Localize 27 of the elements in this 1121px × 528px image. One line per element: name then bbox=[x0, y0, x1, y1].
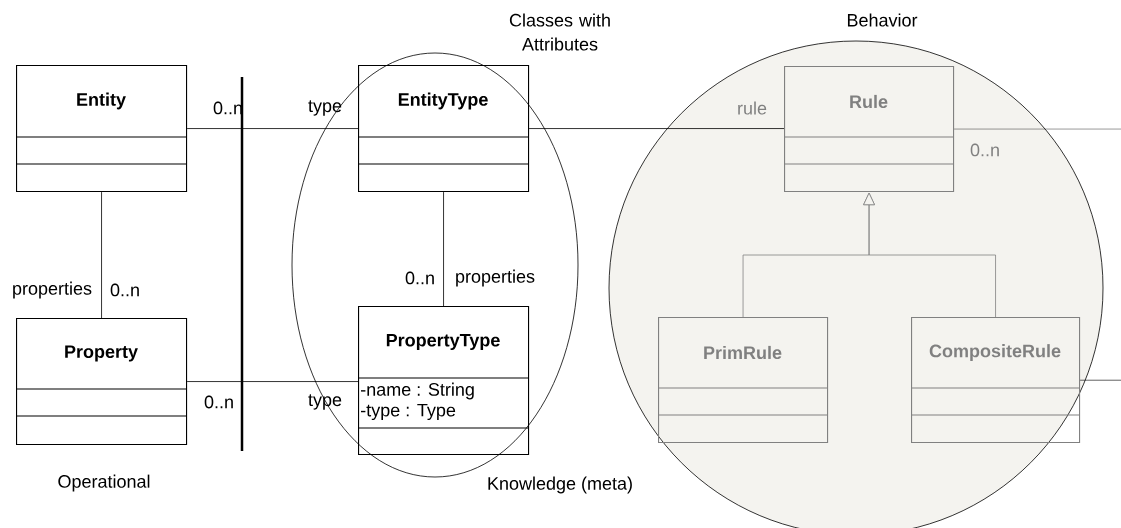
role-label: properties bbox=[456, 269, 535, 287]
connector bbox=[1079, 379, 1121, 381]
role-label: 0..n bbox=[110, 283, 139, 297]
role-label: type bbox=[308, 100, 342, 116]
class-box: CompositeRule bbox=[910, 317, 1081, 444]
connector bbox=[186, 128, 359, 129]
role-label: properties bbox=[13, 281, 92, 299]
connector bbox=[186, 381, 359, 382]
role-label: 0..n bbox=[204, 395, 233, 409]
class-box: PrimRule bbox=[657, 317, 829, 444]
role-label: rule bbox=[738, 101, 767, 115]
connector bbox=[863, 192, 996, 318]
connector bbox=[443, 191, 444, 307]
node-label: Behavior bbox=[847, 13, 918, 27]
class-box: EntityType bbox=[357, 65, 530, 193]
role-label: 0..n bbox=[970, 143, 999, 157]
region-label: Operational bbox=[58, 474, 150, 492]
connector bbox=[101, 191, 102, 319]
connector bbox=[528, 128, 785, 129]
class-box: PropertyType -name : String -type : Type bbox=[357, 306, 530, 456]
region-label: Knowledge (meta) bbox=[488, 476, 632, 494]
class-box: Rule bbox=[783, 66, 955, 193]
class-box: Property bbox=[15, 318, 188, 446]
role-label: 0..n bbox=[405, 271, 434, 285]
class-box: Entity bbox=[15, 65, 188, 193]
role-label: type bbox=[308, 394, 342, 410]
node-label: Classes with Attributes bbox=[509, 13, 610, 51]
